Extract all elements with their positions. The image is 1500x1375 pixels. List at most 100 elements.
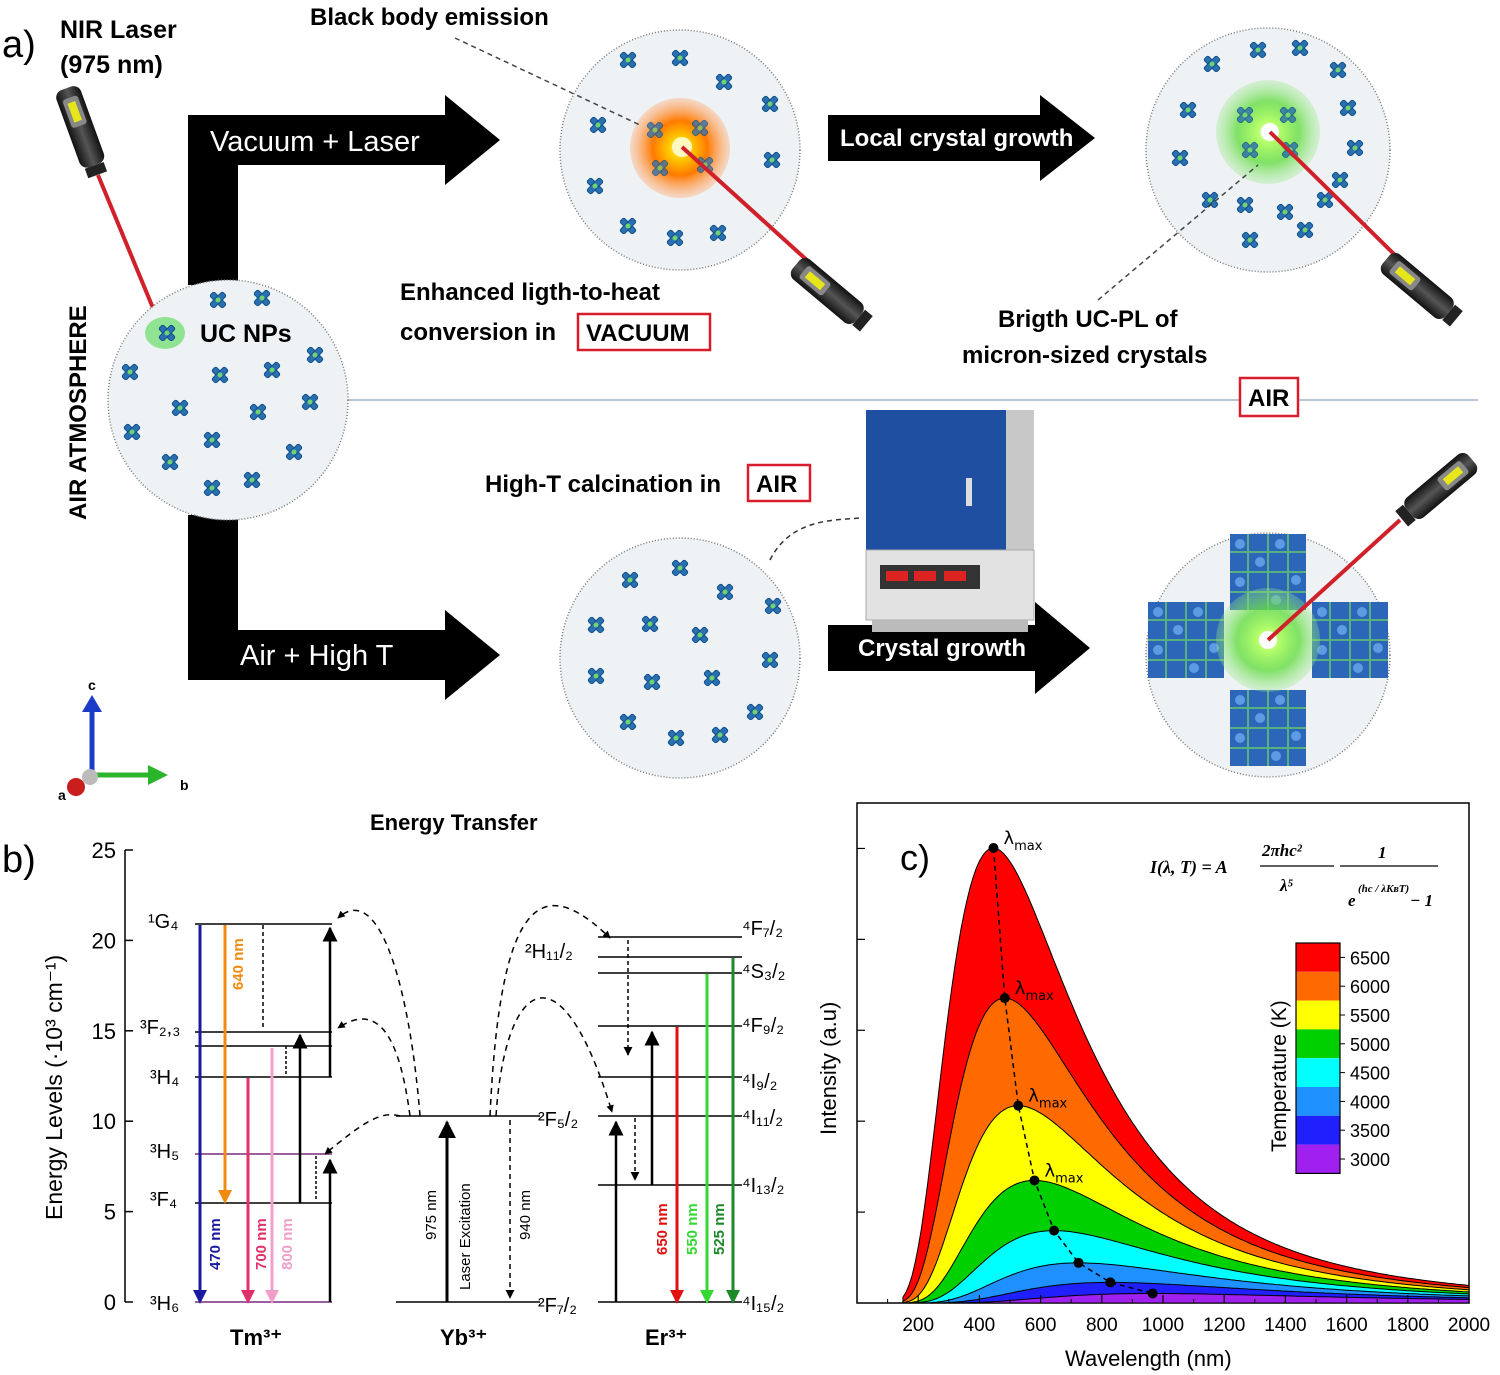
tm-transitions xyxy=(193,925,338,1304)
colorbar-swatch-3500 xyxy=(1296,1115,1340,1145)
tm-emission-labels: 470 nm 640 nm 700 nm 800 nm xyxy=(207,938,296,1270)
ytick-label: 25 xyxy=(92,838,116,863)
colorbar-swatch-3000 xyxy=(1296,1144,1340,1174)
calcination-label: High-T calcination in xyxy=(485,471,721,498)
black-body-pointer xyxy=(454,37,641,126)
vacuum-laser-arrow xyxy=(188,95,500,285)
vacuum-box-label: VACUUM xyxy=(586,320,690,347)
tm-level-labels: ¹G₄ ³F₂,₃ ³H₄ ³H₅ ³F₄ ³H₆ xyxy=(140,911,180,1315)
ytick-label: 5 xyxy=(104,1200,116,1225)
lambda-max-label: λmax xyxy=(1015,978,1054,1004)
svg-text:³F₂,₃: ³F₂,₃ xyxy=(140,1017,180,1039)
colorbar-label: 4500 xyxy=(1350,1064,1390,1084)
laser-device-icon xyxy=(53,83,110,180)
svg-text:975 nm: 975 nm xyxy=(423,1190,440,1240)
colorbar-label: 5000 xyxy=(1350,1035,1390,1055)
process-arrows xyxy=(188,95,1095,700)
colorbar-label: 3500 xyxy=(1350,1121,1390,1141)
svg-text:640 nm: 640 nm xyxy=(230,938,247,990)
air-hight-arrow xyxy=(188,515,500,700)
vacuum-box xyxy=(576,312,712,352)
air-atmosphere-label: AIR ATMOSPHERE xyxy=(65,305,92,520)
y-ticks xyxy=(857,847,865,1213)
yb-transitions xyxy=(438,1120,515,1302)
svg-text:λ⁵: λ⁵ xyxy=(1279,876,1294,895)
panel-c-label: c) xyxy=(900,837,930,878)
peak-marker xyxy=(1013,1100,1024,1111)
xtick-label: 1400 xyxy=(1264,1315,1306,1336)
xtick-label: 1000 xyxy=(1142,1315,1184,1336)
svg-text:Tm³⁺: Tm³⁺ xyxy=(230,1325,282,1350)
er-levels xyxy=(598,936,742,1303)
ytick-label: 20 xyxy=(92,928,116,953)
laser-device-icon-2 xyxy=(787,254,875,334)
uc-nps-circle xyxy=(107,279,349,521)
planck-formula: I(λ, T) = A 2πhc² λ⁵ 1 e (hc / λKʙT) − 1 xyxy=(1149,841,1438,910)
laser-device-icon-4 xyxy=(1393,449,1481,529)
xtick-label: 1800 xyxy=(1387,1315,1429,1336)
colorbar-swatch-6000 xyxy=(1296,971,1340,1001)
temperature-title: Temperature (K) xyxy=(1268,1000,1291,1152)
svg-text:550 nm: 550 nm xyxy=(684,1203,701,1255)
peak-marker xyxy=(1029,1175,1040,1186)
svg-text:²F₇/₂: ²F₇/₂ xyxy=(538,1295,577,1317)
svg-text:2πhc²: 2πhc² xyxy=(1261,841,1303,860)
vacuum-circle xyxy=(559,29,822,274)
peak-marker xyxy=(1073,1257,1084,1268)
axis-b-label: b xyxy=(180,777,189,793)
colorbar-swatch-6500 xyxy=(1296,943,1340,972)
xtick-label: 400 xyxy=(964,1315,996,1336)
tm-levels xyxy=(195,923,332,1303)
panel-a-label: a) xyxy=(2,24,36,66)
svg-text:940 nm: 940 nm xyxy=(517,1190,534,1240)
xtick-label: 1200 xyxy=(1203,1315,1245,1336)
bright-pointer xyxy=(1097,164,1259,301)
lambda-max-label: λmax xyxy=(1044,1160,1083,1186)
energy-transfer-title: Energy Transfer xyxy=(370,810,538,835)
svg-text:⁴I₉/₂: ⁴I₉/₂ xyxy=(742,1071,777,1093)
svg-text:700 nm: 700 nm xyxy=(253,1218,270,1270)
axis-a-label: a xyxy=(58,787,66,803)
local-growth-arrow xyxy=(828,95,1095,181)
peak-marker xyxy=(1049,1225,1060,1236)
panel-b: b) Energy Transfer Energy Levels (·10³ c… xyxy=(2,810,785,1350)
er-transitions xyxy=(608,940,740,1304)
colorbar-frame xyxy=(1295,942,1341,1174)
svg-text:⁴F₉/₂: ⁴F₉/₂ xyxy=(742,1015,784,1037)
svg-text:525 nm: 525 nm xyxy=(711,1203,728,1255)
uc-nps-label: UC NPs xyxy=(200,320,292,348)
laser-beam xyxy=(96,174,162,326)
black-body-label: Black body emission xyxy=(310,4,549,31)
ion-labels: Tm³⁺ Yb³⁺ Er³⁺ xyxy=(230,1325,687,1350)
svg-text:800 nm: 800 nm xyxy=(279,1218,296,1270)
svg-text:1: 1 xyxy=(1378,843,1387,862)
panel-a: a) NIR Laser (975 nm) Vacuum + Laser Air… xyxy=(2,4,1481,803)
crystal-growth-label: Crystal growth xyxy=(858,635,1026,662)
wavelength-xlabel: Wavelength (nm) xyxy=(1065,1346,1232,1371)
svg-text:³F₄: ³F₄ xyxy=(150,1189,177,1211)
xtick-label: 600 xyxy=(1025,1315,1057,1336)
svg-text:(hc / λKʙT): (hc / λKʙT) xyxy=(1358,883,1409,895)
laser-title: NIR Laser xyxy=(60,16,177,44)
area-series-3000 xyxy=(902,1293,1470,1304)
laser-device-icon-3 xyxy=(1377,249,1465,329)
svg-text:470 nm: 470 nm xyxy=(207,1218,224,1270)
ytick-label: 10 xyxy=(92,1109,116,1134)
colorbar-label: 6000 xyxy=(1350,977,1390,997)
peak-marker xyxy=(1147,1288,1158,1299)
furnace-pointer xyxy=(769,517,863,561)
lambda-max-label: λmax xyxy=(1028,1086,1067,1112)
colorbar-label: 6500 xyxy=(1350,948,1390,968)
er-level-labels: ⁴F₇/₂ ²H₁₁/₂ ⁴S₃/₂ ⁴F₉/₂ ⁴I₉/₂ ⁴I₁₁/₂ ⁴I… xyxy=(525,918,785,1315)
intensity-ylabel: Intensity (a.u) xyxy=(816,1002,841,1135)
vacuum-laser-label: Vacuum + Laser xyxy=(210,126,420,158)
panel-b-label: b) xyxy=(2,839,36,881)
svg-text:²H₁₁/₂: ²H₁₁/₂ xyxy=(525,941,573,963)
svg-text:I(λ, T) = A: I(λ, T) = A xyxy=(1149,857,1228,878)
svg-text:− 1: − 1 xyxy=(1410,891,1433,910)
peak-marker xyxy=(1105,1277,1116,1288)
